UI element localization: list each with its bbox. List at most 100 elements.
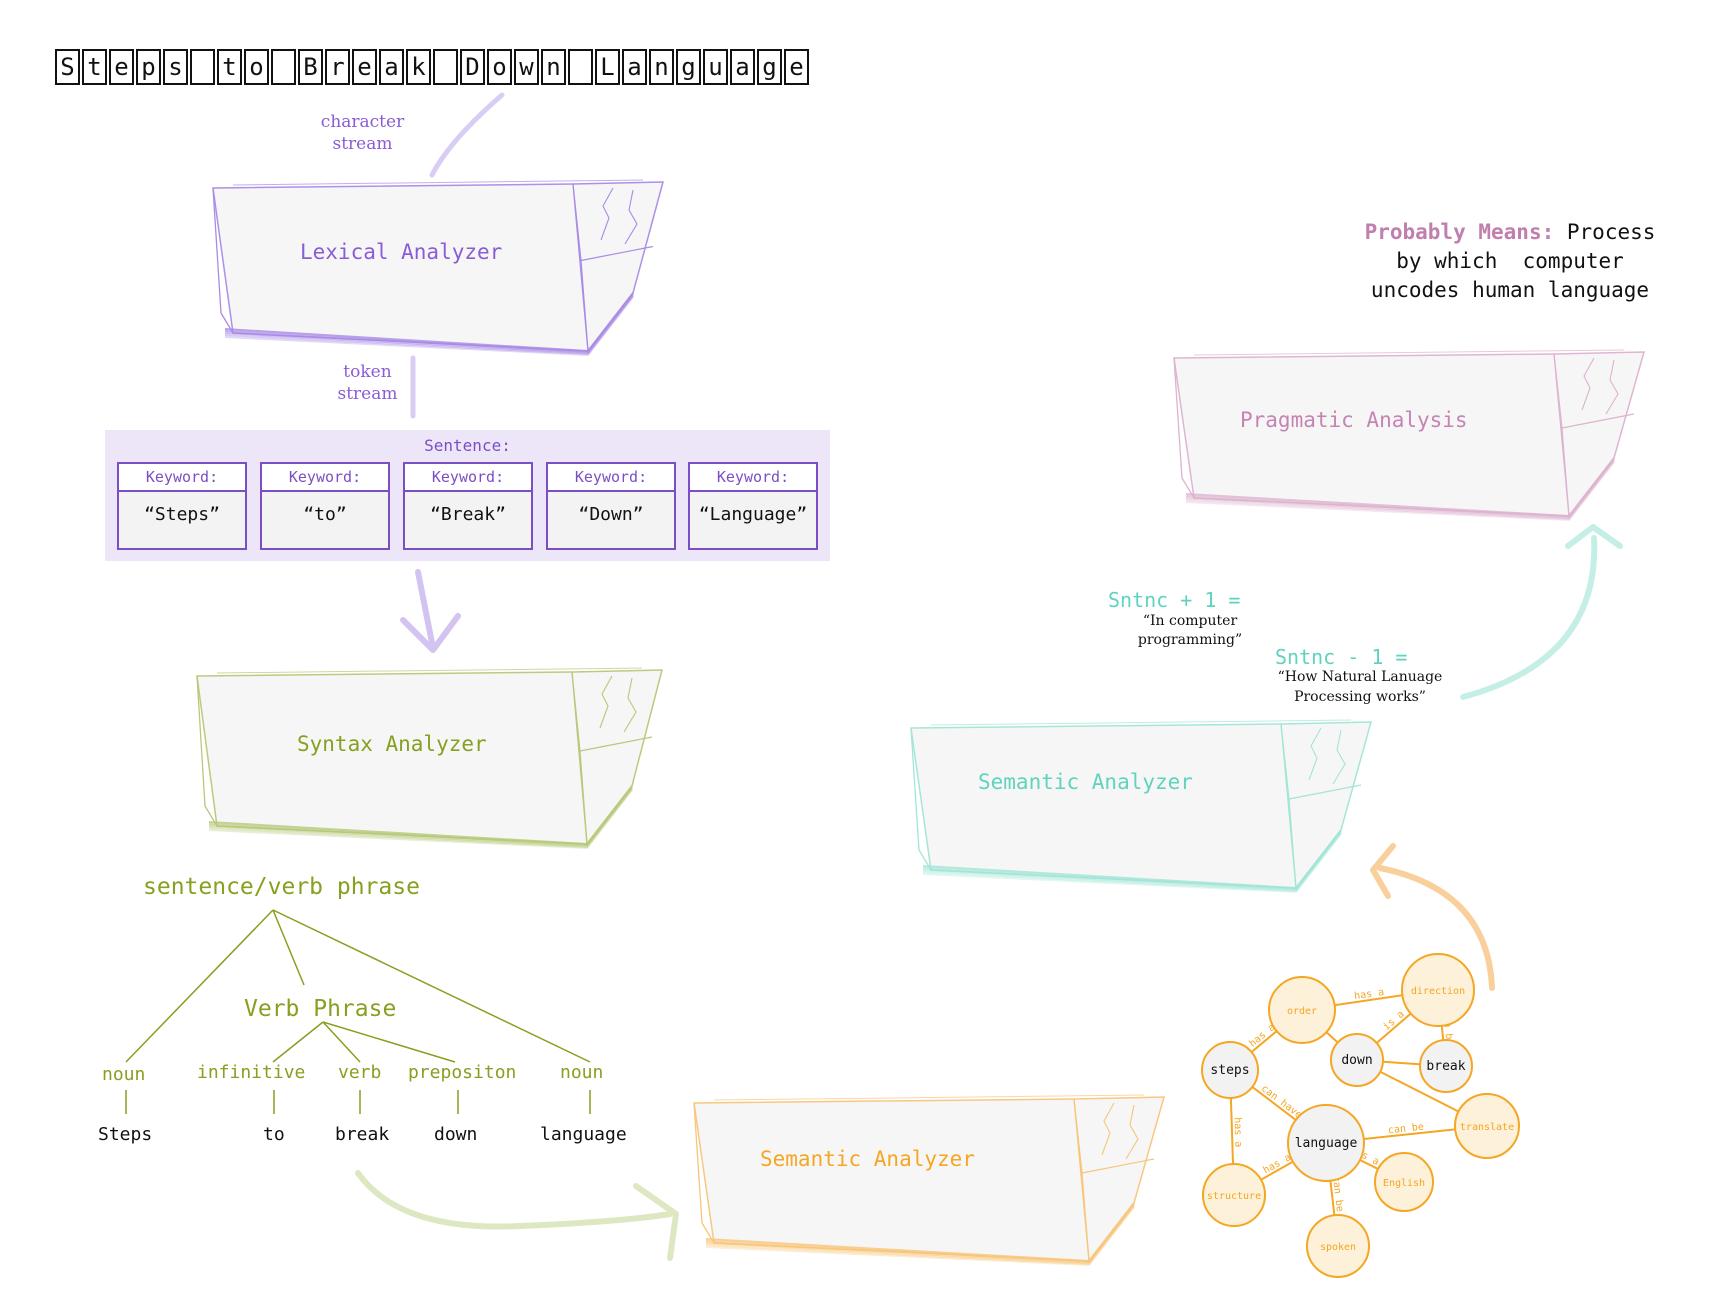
lexical-analyzer-box [212,179,664,357]
graph-node-label: structure [1207,1191,1261,1202]
box-crack [1101,1102,1115,1156]
keyword-label: Keyword: [405,464,531,492]
syntax-analyzer-box [196,667,663,850]
title-letter-box: a [622,49,647,85]
box-bottom-stroke [922,831,1342,892]
graph-to-semantic-arrow [1377,865,1495,991]
box-top-sketch [216,667,643,674]
context-minus-line1: “How Natural Lanuage [1277,669,1443,685]
graph-node-label: direction [1411,986,1465,997]
semantic-to-pragmatic-arrow [1460,535,1598,700]
parse-tree-root: sentence/verb phrase [143,874,420,900]
box-top-sketch [232,179,644,186]
pos-tag: noun [102,1064,146,1085]
box-bottom-stroke [208,788,633,849]
graph-node-label: down [1341,1053,1372,1068]
sentence-to-syntax-arrow [415,569,436,651]
graph-edge-label: can have [1259,1083,1304,1121]
title-letter-box: B [298,49,323,85]
box-bottom-stroke [208,789,633,850]
token-stream-line1: token [343,362,392,382]
box-crack [599,675,613,729]
graph-to-semantic-arrowhead [1370,843,1396,899]
semantic-analyzer-right-label: Semantic Analyzer [978,770,1193,794]
title-letter-box: e [352,49,377,85]
word: Steps [98,1124,153,1145]
box-crack [1605,359,1619,415]
graph-node [1202,1163,1266,1227]
graph-node [1201,1041,1259,1099]
token-stream-note: token stream [320,361,415,405]
title-letter-box: u [703,49,728,85]
meaning-note: Probably Means: Process by which compute… [1340,218,1680,305]
semantic-analyzer-bottom-label: Semantic Analyzer [760,1147,975,1171]
box-side-line [579,750,588,845]
graph-node-label: translate [1460,1122,1514,1133]
box-crack [623,677,637,733]
keyword-card: Keyword: “to” [260,462,390,550]
keyword-value: “Language” [698,504,808,525]
pos-tag: infinitive [197,1062,306,1083]
parse-tree-edge [322,1021,456,1063]
graph-edge-label: has a [1232,1117,1244,1147]
box-bottom-stroke [705,1204,1135,1265]
pragmatic-analysis-label: Pragmatic Analysis [1240,408,1468,432]
semantic-analyzer-bottom-box [693,1094,1165,1267]
box-side-line [580,260,589,352]
keyword-card: Keyword: “Break” [403,462,533,550]
word: to [263,1124,285,1145]
title-letter-box: D [460,49,485,85]
title-letter-box: g [676,49,701,85]
box-bottom-stroke [705,1206,1135,1267]
title-letter-box [271,49,296,85]
title-letter-box: k [406,49,431,85]
graph-node [1401,953,1475,1027]
title-letter-box [568,49,593,85]
semantic-analyzer-right-box [910,719,1372,894]
pos-tag: verb [338,1062,382,1083]
keyword-card: Keyword: “Down” [546,462,676,550]
keyword-label: Keyword: [262,464,388,492]
sentence-to-syntax-arrowhead [400,613,461,653]
title-letter-box: a [379,49,404,85]
title-letter-box: S [55,49,80,85]
sentence-title: Sentence: [424,436,511,455]
graph-edge-label: has a [1354,987,1385,1002]
title-letter-box: L [595,49,620,85]
token-stream-line2: stream [337,384,398,404]
keyword-label: Keyword: [690,464,816,492]
context-minus-heading: Sntnc - 1 = [1275,645,1408,669]
meaning-line3: uncodes human language [1370,278,1650,302]
box-side-line [1081,1172,1090,1262]
context-plus-line1: “In computer [1142,613,1238,629]
graph-node [1330,1033,1384,1087]
box-bottom-stroke [224,294,634,355]
box-top-sketch [930,719,1352,726]
graph-node [1287,1104,1365,1182]
pos-tag: prepositon [408,1062,517,1083]
parse-tree-edge [125,909,274,1063]
character-stream-line2: stream [332,134,393,154]
graph-node-label: break [1426,1059,1465,1074]
graph-edge-label: has a [1261,1152,1293,1176]
pos-tag: noun [560,1062,604,1083]
title-letter-box: e [109,49,134,85]
word: break [335,1124,390,1145]
context-minus-line2: Processing works” [1294,689,1426,705]
semantic-to-pragmatic-arrowhead [1565,524,1623,549]
box-bottom-stroke [224,296,634,357]
box-crack [1332,729,1346,785]
graph-node [1268,976,1336,1044]
keyword-card: Keyword: “Steps” [117,462,247,550]
box-bottom-stroke [1185,461,1615,522]
parse-tree-edge [272,909,591,1063]
title-letter-box [190,49,215,85]
character-stream-note: character stream [300,111,425,155]
keyword-card: Keyword: “Language” [688,462,818,550]
context-minus-text: “How Natural Lanuage Processing works” [1240,667,1480,707]
keyword-value: “to” [303,504,347,525]
keyword-label: Keyword: [119,464,245,492]
